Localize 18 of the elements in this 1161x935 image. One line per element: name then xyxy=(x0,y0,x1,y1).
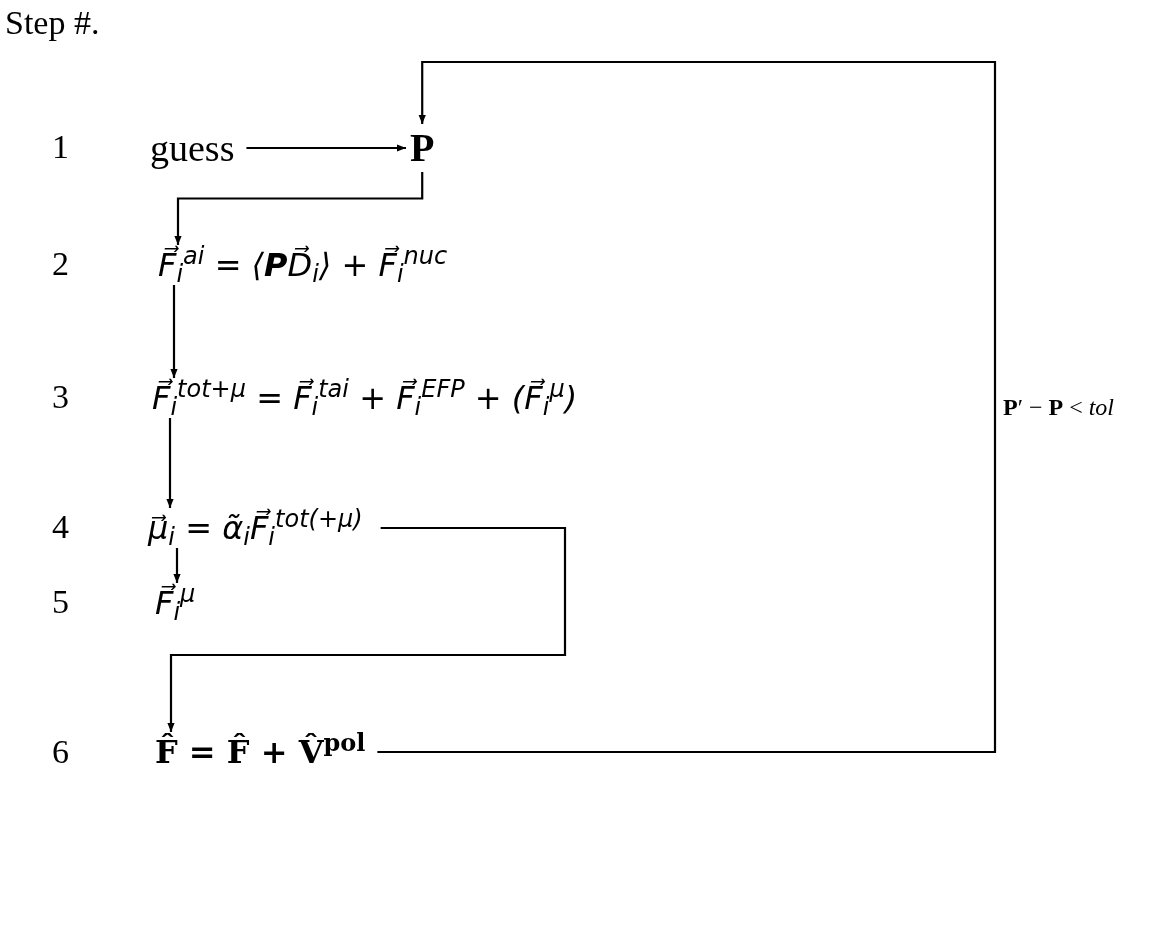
arrow xyxy=(377,60,997,754)
column-heading: Step #. xyxy=(5,3,100,43)
arrow xyxy=(170,285,178,378)
arrow xyxy=(246,144,406,152)
step-number: 4 xyxy=(52,507,69,547)
arrow xyxy=(166,418,174,508)
arrow xyxy=(173,548,181,583)
step-number: 2 xyxy=(52,244,69,284)
equation: F̂ = F̂ + V̂$^{pol}$ xyxy=(155,732,366,772)
step-number: 6 xyxy=(52,732,69,772)
input-text: guess xyxy=(150,125,235,171)
equation: F⃗$_{i}$$^{tot+μ}$ = F⃗$_{i}$$^{tai}$ + F⃗$_{i}$$^{EFP}$ + (F⃗$_{i}$$^{μ}$) xyxy=(152,378,578,418)
step-number: 3 xyxy=(52,377,69,417)
step-number: 5 xyxy=(52,582,69,622)
arrow xyxy=(174,172,424,245)
arrow xyxy=(167,526,567,732)
matrix-symbol: P xyxy=(410,124,435,172)
step-number: 1 xyxy=(52,127,69,167)
